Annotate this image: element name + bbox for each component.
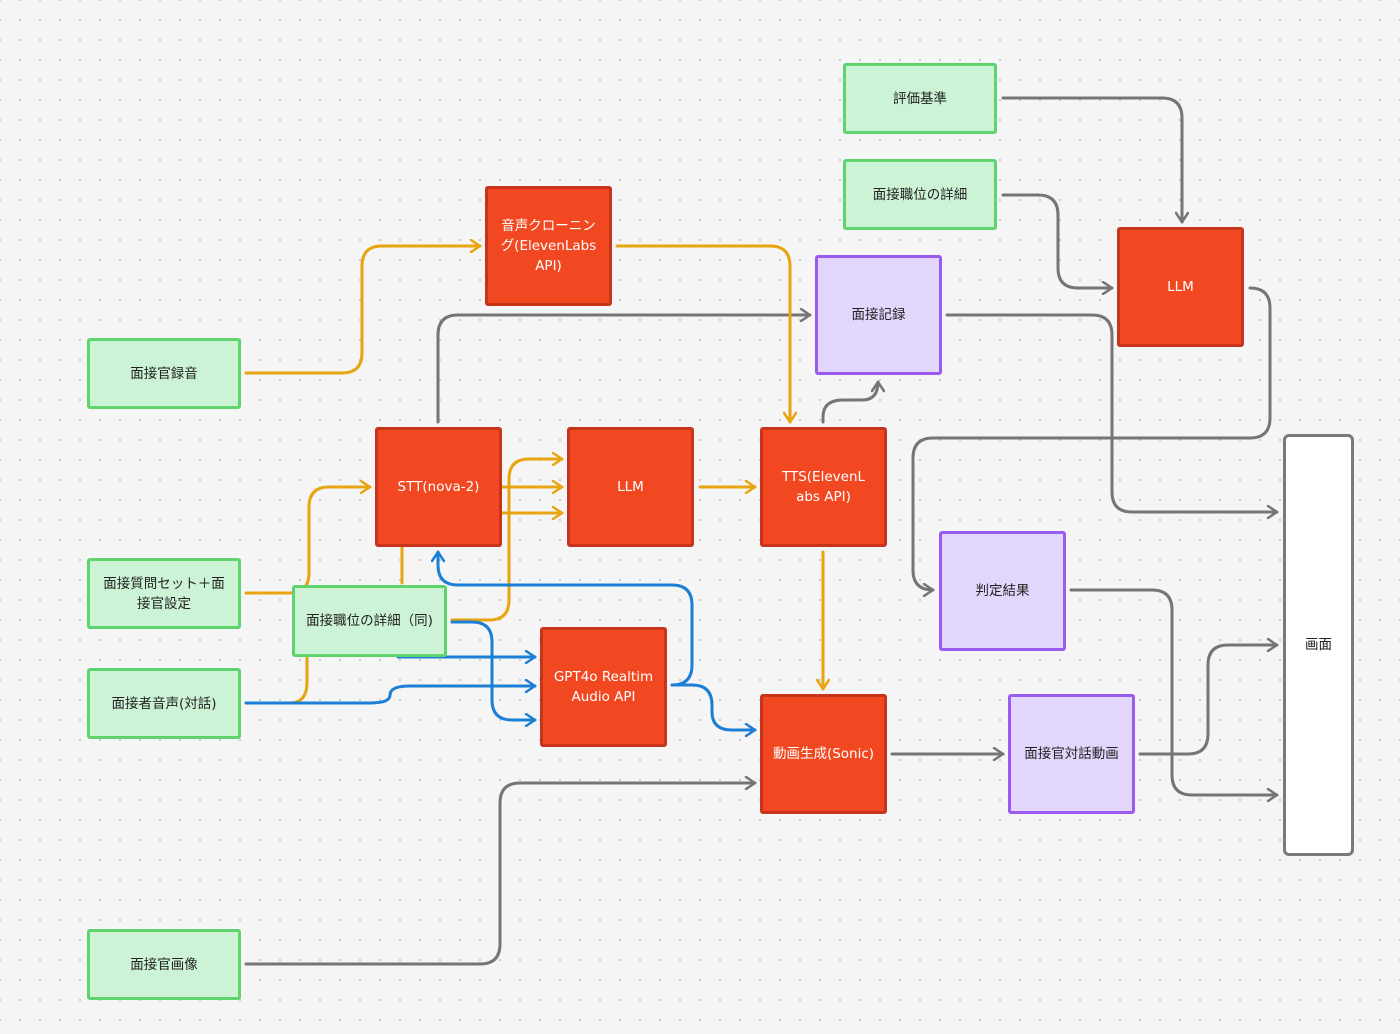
- node-mensetsusha-onsei[interactable]: 面接者音声(対話): [87, 668, 241, 739]
- node-tts[interactable]: TTS(ElevenL abs API): [760, 427, 887, 547]
- node-label: 面接官対話動画: [1024, 746, 1119, 762]
- node-mensetsukan-rokuon[interactable]: 面接官録音: [87, 338, 241, 409]
- node-label: 面接官録音: [130, 365, 198, 382]
- edge-taiwa-to-screen: [1138, 645, 1279, 756]
- node-stt[interactable]: STT(nova-2): [375, 427, 502, 547]
- node-taiwa-douga[interactable]: 面接官対話動画: [1008, 694, 1135, 814]
- node-label: 判定結果: [975, 583, 1030, 599]
- edge-dup-to-gpt-b: [450, 620, 537, 720]
- node-gpt4o[interactable]: GPT4o Realtim Audio API: [540, 627, 667, 747]
- edge-stt-to-kiroku: [436, 315, 812, 424]
- edge-shokui-to-llm: [1001, 193, 1114, 288]
- node-question-set[interactable]: 面接質問セット＋面接官設定: [87, 558, 241, 629]
- node-screen[interactable]: 画面: [1283, 434, 1354, 856]
- node-label: 画面: [1305, 637, 1332, 653]
- node-hantei-kekka[interactable]: 判定結果: [939, 531, 1066, 651]
- node-mensetsukan-gazou[interactable]: 面接官画像: [87, 929, 241, 1000]
- edge-dup-to-llm-a: [450, 459, 564, 622]
- node-label: 音声クローニング(ElevenLabs API): [500, 218, 597, 274]
- edge-onsei-to-gpt: [244, 686, 537, 705]
- edge-hyoka-to-llm: [1001, 96, 1182, 224]
- node-label: 面接記録: [851, 307, 906, 323]
- node-hyoka-kijun[interactable]: 評価基準: [843, 63, 997, 134]
- edge-qset-to-stt: [244, 487, 372, 595]
- node-label: TTS(ElevenL abs API): [781, 469, 866, 505]
- node-label: 面接質問セット＋面接官設定: [103, 575, 225, 612]
- edge-cloning-to-tts: [615, 244, 790, 424]
- edge-rokuon-to-cloning: [244, 246, 482, 375]
- node-label: 動画生成(Sonic): [772, 746, 875, 762]
- node-label: GPT4o Realtim Audio API: [553, 669, 654, 705]
- edge-gpt-to-douga: [670, 683, 757, 730]
- edge-gpt-to-stt: [438, 550, 694, 687]
- node-label: LLM: [1167, 279, 1194, 295]
- edge-hantei-to-screen: [1069, 588, 1279, 795]
- node-label: 面接官画像: [130, 956, 198, 973]
- node-mensetsu-shokui-dup[interactable]: 面接職位の詳細（同): [292, 585, 447, 657]
- edge-tts-to-kiroku: [821, 380, 878, 424]
- edge-gazou-to-douga: [244, 783, 757, 966]
- node-llm-mid[interactable]: LLM: [567, 427, 694, 547]
- node-douga-seisei[interactable]: 動画生成(Sonic): [760, 694, 887, 814]
- node-label: LLM: [617, 479, 644, 495]
- node-mensetsu-kiroku[interactable]: 面接記録: [815, 255, 942, 375]
- node-label: 面接者音声(対話): [111, 695, 217, 712]
- node-label: 評価基準: [893, 90, 947, 107]
- node-label: 面接職位の詳細: [872, 186, 968, 203]
- edge-kiroku-to-screen: [945, 313, 1279, 512]
- node-llm-top[interactable]: LLM: [1117, 227, 1244, 347]
- node-label: STT(nova-2): [397, 479, 480, 495]
- node-mensetsu-shokui-top[interactable]: 面接職位の詳細: [843, 159, 997, 230]
- node-onsei-cloning[interactable]: 音声クローニング(ElevenLabs API): [485, 186, 612, 306]
- node-label: 面接職位の詳細（同): [306, 613, 433, 629]
- edge-llm-to-hantei: [911, 286, 1272, 590]
